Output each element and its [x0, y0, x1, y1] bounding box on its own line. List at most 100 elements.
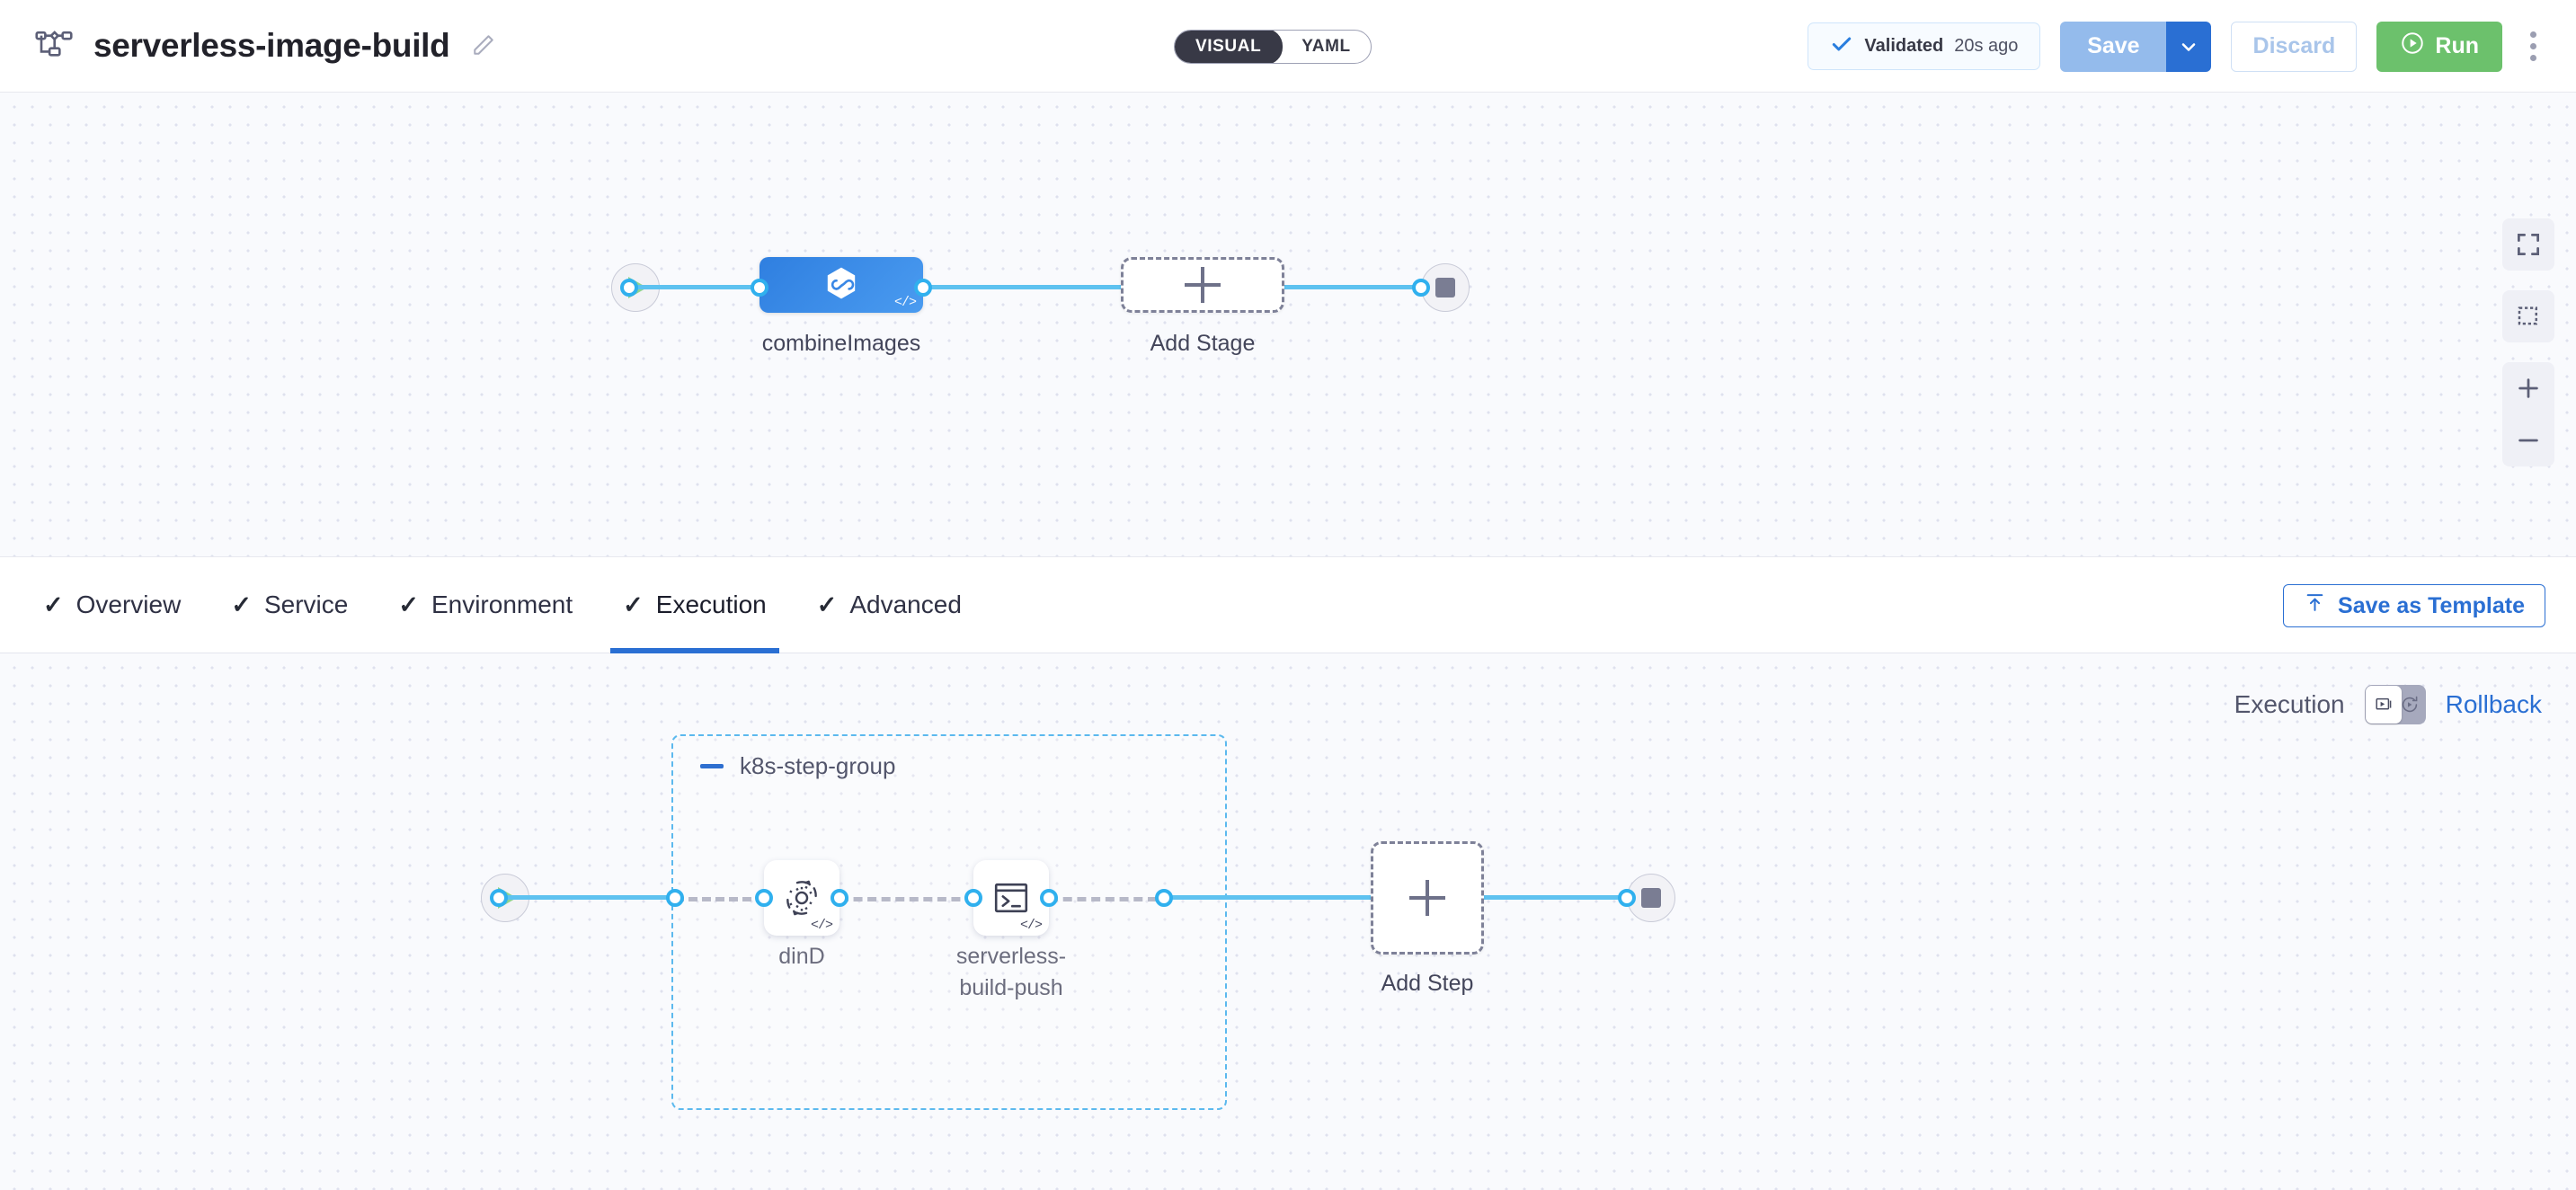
tab-check-icon: ✓ [816, 591, 838, 618]
step-label-line1: serverless- [955, 944, 1067, 969]
stage-node-combineimages[interactable]: </> [759, 257, 923, 313]
dind-input-port[interactable] [755, 889, 773, 907]
run-label: Run [2435, 33, 2479, 58]
chevron-down-icon[interactable] [2166, 21, 2212, 72]
tab-check-icon: ✓ [398, 591, 419, 618]
edge-dind-to-serverless [839, 897, 974, 901]
tab-overview[interactable]: ✓ Overview [43, 557, 181, 653]
edge-serverless-to-groupout [1049, 897, 1157, 901]
tab-check-icon: ✓ [43, 591, 64, 618]
selection-box-button[interactable] [2502, 290, 2554, 342]
step-group-title: k8s-step-group [740, 752, 896, 779]
plus-icon [1185, 267, 1221, 303]
add-stage-label: Add Stage [1150, 331, 1256, 356]
steps-end-port[interactable] [1618, 889, 1636, 907]
status-badge: Validated 20s ago [1808, 22, 2041, 70]
tab-service[interactable]: ✓ Service [231, 557, 348, 653]
save-as-template-label: Save as Template [2338, 592, 2525, 618]
stop-square-icon [1435, 278, 1455, 298]
validated-label: Validated [1864, 36, 1944, 56]
validated-time: 20s ago [1954, 36, 2019, 56]
group-input-port[interactable] [666, 889, 684, 907]
tab-advanced-label: Advanced [849, 591, 962, 618]
tab-check-icon: ✓ [231, 591, 252, 618]
serverless-output-port[interactable] [1040, 889, 1058, 907]
rollback-circular-arrow-icon [2399, 685, 2421, 724]
execution-rollback-toggle-row[interactable]: Execution Rollback [2234, 685, 2542, 724]
stage-input-port[interactable] [751, 279, 768, 297]
template-upload-icon [2304, 591, 2326, 620]
minus-icon[interactable] [700, 764, 724, 768]
kebab-menu-icon[interactable] [2515, 22, 2551, 72]
edge-addstage-to-end [1284, 285, 1421, 289]
pipeline-end-node[interactable] [1421, 263, 1470, 312]
edge-start-to-group [499, 895, 679, 900]
dind-output-port[interactable] [831, 889, 848, 907]
execution-play-box-icon[interactable] [2365, 686, 2402, 724]
gear-rotate-icon [786, 880, 817, 916]
zoom-out-button[interactable] [2502, 414, 2554, 466]
discard-button[interactable]: Discard [2231, 21, 2358, 72]
mode-toggle[interactable]: VISUAL YAML [1174, 30, 1372, 64]
edge-group-to-addstep [1164, 895, 1371, 900]
pencil-icon[interactable] [467, 31, 498, 61]
canvas-zoom-controls[interactable] [2502, 218, 2554, 466]
group-output-port[interactable] [1155, 889, 1173, 907]
edge-stage-to-addstage [923, 285, 1121, 289]
terminal-icon [994, 883, 1028, 913]
start-node-port[interactable] [620, 279, 638, 297]
mode-visual-option[interactable]: VISUAL [1174, 31, 1284, 63]
play-circle-icon [2400, 31, 2425, 62]
execution-rollback-switch[interactable] [2364, 685, 2426, 724]
stage-code-badge: </> [893, 295, 917, 310]
edge-groupin-to-dind [675, 897, 765, 901]
pipeline-graph-icon [34, 26, 74, 66]
add-stage-button[interactable] [1121, 257, 1284, 313]
pipeline-stage-canvas[interactable]: </> combineImages Add Stage [0, 93, 2576, 557]
save-as-template-button[interactable]: Save as Template [2283, 584, 2545, 627]
step-node-dind[interactable]: </> [764, 860, 839, 936]
add-step-button[interactable] [1371, 841, 1484, 955]
step-group-header[interactable]: k8s-step-group [700, 752, 895, 780]
steps-start-port[interactable] [490, 889, 508, 907]
dind-code-badge: </> [810, 918, 833, 933]
tab-advanced[interactable]: ✓ Advanced [817, 557, 962, 653]
step-node-serverless-build-push[interactable]: </> [973, 860, 1049, 936]
serverless-input-port[interactable] [964, 889, 982, 907]
ci-infinity-hexagon-icon [827, 267, 856, 299]
step-label-dind: dinD [778, 944, 825, 969]
zoom-in-button[interactable] [2502, 362, 2554, 414]
stage-output-port[interactable] [914, 279, 932, 297]
page-title: serverless-image-build [93, 27, 450, 64]
run-button[interactable]: Run [2376, 21, 2502, 72]
tab-execution[interactable]: ✓ Execution [610, 557, 779, 653]
step-group-k8s[interactable]: k8s-step-group [671, 734, 1227, 1110]
stage-label-combineimages: combineImages [761, 331, 921, 356]
tab-execution-label: Execution [655, 591, 767, 618]
tab-environment[interactable]: ✓ Environment [398, 557, 573, 653]
execution-label: Execution [2234, 690, 2345, 718]
stage-config-tabbar[interactable]: ✓ Overview ✓ Service ✓ Environment ✓ Exe… [0, 557, 2576, 653]
mode-yaml-option[interactable]: YAML [1301, 37, 1351, 56]
add-step-label: Add Step [1381, 971, 1474, 996]
app-header: serverless-image-build VISUAL YAML Valid… [0, 0, 2576, 93]
tab-check-icon: ✓ [623, 591, 644, 618]
zoom-stack[interactable] [2502, 362, 2554, 466]
header-actions: Validated 20s ago Save Discard Run [1808, 0, 2576, 93]
edge-addstep-to-end [1484, 895, 1628, 900]
step-label-serverless-build-push: serverless- build-push [903, 941, 1119, 1003]
save-button-group[interactable]: Save [2060, 21, 2212, 72]
edge-start-to-stage [629, 285, 818, 289]
serverless-code-badge: </> [1019, 918, 1043, 933]
stop-square-icon [1641, 888, 1661, 908]
tab-overview-label: Overview [76, 591, 182, 618]
end-node-port[interactable] [1412, 279, 1430, 297]
save-button[interactable]: Save [2060, 21, 2167, 72]
fit-to-screen-button[interactable] [2502, 218, 2554, 271]
rollback-label[interactable]: Rollback [2445, 690, 2542, 718]
check-icon [1830, 32, 1853, 60]
execution-steps-canvas[interactable]: k8s-step-group </> dinD </> [0, 653, 2576, 1190]
step-label-line2: build-push [959, 974, 1063, 1000]
header-left-group: serverless-image-build [34, 26, 498, 66]
plus-icon [1409, 880, 1445, 916]
